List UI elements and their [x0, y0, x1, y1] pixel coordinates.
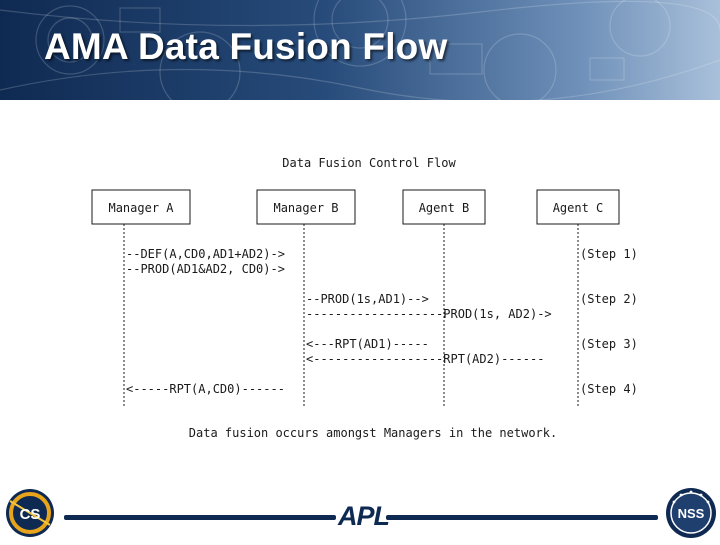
title-banner: AMA Data Fusion Flow: [0, 0, 720, 100]
diagram-heading: Data Fusion Control Flow: [282, 156, 456, 170]
message-prod-fusion: --PROD(AD1&AD2, CD0)->: [126, 262, 285, 276]
message-prod-ad1: --PROD(1s,AD1)-->: [306, 292, 429, 306]
slide-title: AMA Data Fusion Flow: [44, 26, 448, 67]
banner-decoration: [0, 0, 720, 100]
nss-logo: NSS: [664, 486, 718, 545]
participant-manager-b: Manager B: [273, 201, 338, 215]
message-rpt-ad1: <---RPT(AD1)-----: [306, 337, 429, 351]
cs-logo-text: CS: [20, 506, 41, 523]
step-2-label: (Step 2): [580, 292, 638, 306]
message-prod-ad2: -------------------PROD(1s, AD2)->: [306, 307, 552, 321]
message-def: --DEF(A,CD0,AD1+AD2)->: [126, 247, 285, 261]
step-4-label: (Step 4): [580, 382, 638, 396]
participant-manager-a: Manager A: [108, 201, 174, 215]
box-manager-a: [91, 189, 191, 225]
message-rpt-fusion: <-----RPT(A,CD0)------: [126, 382, 285, 396]
lifelines: [123, 224, 579, 408]
step-3-label: (Step 3): [580, 337, 638, 351]
cs-logo: CS: [2, 487, 58, 544]
footer-rule-left: [64, 515, 336, 520]
diagram-caption: Data fusion occurs amongst Managers in t…: [189, 426, 557, 440]
participant-agent-b: Agent B: [419, 201, 470, 215]
footer-rule-right: [386, 515, 658, 520]
apl-logo: APL: [338, 501, 390, 531]
message-rpt-ad2: <------------------RPT(AD2)------: [306, 352, 544, 366]
box-manager-b: [256, 189, 356, 225]
nss-logo-text: NSS: [678, 506, 705, 521]
participant-agent-c: Agent C: [553, 201, 604, 215]
step-1-label: (Step 1): [580, 247, 638, 261]
data-fusion-diagram: Data Fusion Control Flow Manager A Manag…: [91, 156, 638, 440]
